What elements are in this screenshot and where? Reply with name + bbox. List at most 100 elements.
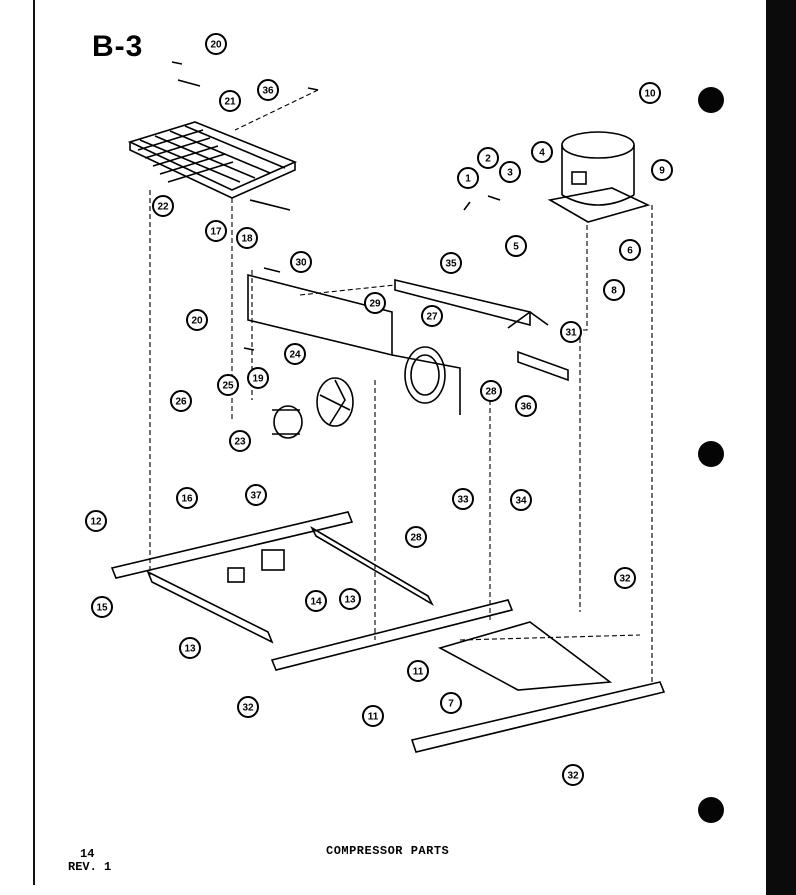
callout-circle xyxy=(290,251,312,273)
callout-label: 10 xyxy=(644,89,656,100)
callout-circle xyxy=(440,692,462,714)
fan-shroud-plate xyxy=(247,273,569,415)
callout-label: 20 xyxy=(191,316,203,327)
callout-label: 37 xyxy=(250,491,262,502)
callout-28: 28 xyxy=(405,526,427,548)
callout-circle xyxy=(245,484,267,506)
callout-15: 15 xyxy=(91,596,113,618)
callout-label: 31 xyxy=(565,328,577,339)
callout-circle xyxy=(440,252,462,274)
callout-23: 23 xyxy=(229,430,251,452)
callout-label: 35 xyxy=(445,259,457,270)
punch-hole xyxy=(698,87,724,113)
callout-label: 30 xyxy=(295,258,307,269)
callout-label: 19 xyxy=(252,374,264,385)
callout-label: 9 xyxy=(659,166,665,177)
callout-label: 34 xyxy=(515,496,527,507)
punch-hole xyxy=(698,797,724,823)
callout-33: 33 xyxy=(452,488,474,510)
callout-circle xyxy=(217,374,239,396)
callout-label: 21 xyxy=(224,97,236,108)
callout-29: 29 xyxy=(364,292,386,314)
callout-label: 26 xyxy=(175,397,187,408)
callout-circle xyxy=(247,367,269,389)
callout-circle xyxy=(603,279,625,301)
callout-32: 32 xyxy=(237,696,259,718)
figure-caption: COMPRESSOR PARTS xyxy=(326,844,450,858)
callout-circle xyxy=(205,220,227,242)
callout-label: 18 xyxy=(241,234,253,245)
callout-22: 22 xyxy=(152,195,174,217)
callout-37: 37 xyxy=(245,484,267,506)
binding-edge xyxy=(766,0,796,895)
callout-35: 35 xyxy=(440,252,462,274)
callout-label: 22 xyxy=(157,202,169,213)
callout-label: 11 xyxy=(413,667,424,678)
callout-label: 25 xyxy=(222,381,234,392)
callout-8: 8 xyxy=(603,279,625,301)
callout-circle xyxy=(170,390,192,412)
callout-32: 32 xyxy=(562,764,584,786)
callout-label: 24 xyxy=(289,350,301,361)
callout-7: 7 xyxy=(440,692,462,714)
callout-20: 20 xyxy=(186,309,208,331)
callout-circle xyxy=(152,195,174,217)
callout-16: 16 xyxy=(176,487,198,509)
callout-32: 32 xyxy=(614,567,636,589)
callout-6: 6 xyxy=(619,239,641,261)
callout-circle xyxy=(229,430,251,452)
callout-circle xyxy=(560,321,582,343)
callout-circle xyxy=(237,696,259,718)
callout-circle xyxy=(407,660,429,682)
callout-17: 17 xyxy=(205,220,227,242)
callout-label: 4 xyxy=(539,148,545,159)
callout-13: 13 xyxy=(339,588,361,610)
callout-label: 32 xyxy=(619,574,631,585)
compressor-body xyxy=(547,131,651,223)
callout-label: 33 xyxy=(457,495,469,506)
callout-4: 4 xyxy=(531,141,553,163)
callout-circle xyxy=(614,567,636,589)
callout-11: 11 xyxy=(362,705,384,727)
callout-circle xyxy=(219,90,241,112)
callout-18: 18 xyxy=(236,227,258,249)
callout-circle xyxy=(421,305,443,327)
callout-3: 3 xyxy=(499,161,521,183)
callout-30: 30 xyxy=(290,251,312,273)
callout-circle xyxy=(179,637,201,659)
callout-circle xyxy=(362,705,384,727)
callout-label: 8 xyxy=(611,286,617,297)
callout-circle xyxy=(531,141,553,163)
callout-circle xyxy=(562,764,584,786)
callout-label: 32 xyxy=(567,771,579,782)
callout-label: 36 xyxy=(262,86,274,97)
callout-circle xyxy=(651,159,673,181)
callout-circle xyxy=(186,309,208,331)
callout-21: 21 xyxy=(219,90,241,112)
callout-28: 28 xyxy=(480,380,502,402)
callout-circle xyxy=(205,33,227,55)
callout-26: 26 xyxy=(170,390,192,412)
callout-5: 5 xyxy=(505,235,527,257)
callout-14: 14 xyxy=(305,590,327,612)
callout-circle xyxy=(457,167,479,189)
callout-10: 10 xyxy=(639,82,661,104)
callout-label: 29 xyxy=(369,299,381,310)
callout-circle xyxy=(257,79,279,101)
callout-circle xyxy=(176,487,198,509)
callout-circle xyxy=(510,489,532,511)
callout-label: 16 xyxy=(181,494,193,505)
callout-20: 20 xyxy=(205,33,227,55)
callout-circle xyxy=(619,239,641,261)
callout-circle xyxy=(477,147,499,169)
alignment-lines xyxy=(149,89,653,685)
callout-circle xyxy=(364,292,386,314)
small-hardware xyxy=(171,61,501,351)
callout-label: 27 xyxy=(426,312,438,323)
condenser-coil xyxy=(127,121,298,199)
callout-label: 36 xyxy=(520,402,532,413)
callout-label: 12 xyxy=(90,517,102,528)
